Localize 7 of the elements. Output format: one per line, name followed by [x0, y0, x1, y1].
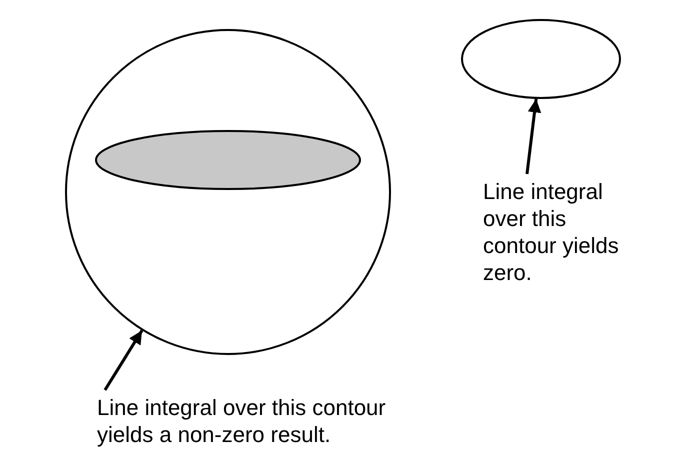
contour-circle — [65, 29, 391, 355]
shaded-ellipse — [95, 130, 361, 190]
annotation-text: Line integral over this contour yields a non-zero result. — [97, 394, 447, 454]
annotation-text: Line integral over this contour yields zero. — [483, 178, 635, 318]
leader-arrow — [104, 330, 144, 391]
contour-ellipse — [461, 19, 621, 99]
leader-arrow — [526, 98, 542, 174]
